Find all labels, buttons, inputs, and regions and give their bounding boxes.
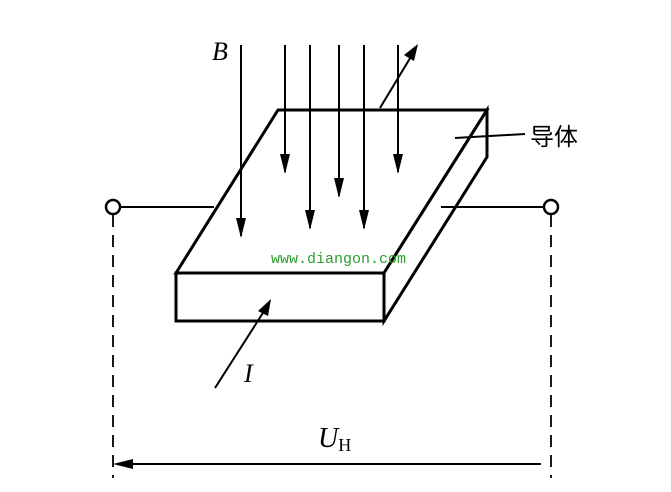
left-arrow-icon	[113, 459, 133, 469]
conductor-slab	[173, 104, 490, 327]
up-right-arrow-icon	[404, 44, 418, 61]
slab-front-face	[174, 271, 386, 323]
down-arrow-icon	[305, 210, 315, 230]
down-arrow-icon	[236, 218, 246, 238]
open-circle-icon	[542, 198, 560, 216]
watermark-text: www.diangon.com	[271, 251, 406, 268]
conductor-label: 导体	[530, 123, 578, 151]
current-label: I	[243, 359, 254, 388]
magnetic-field-label: B	[212, 37, 228, 66]
terminal-wires	[104, 198, 560, 216]
deflection-arrow	[379, 44, 418, 109]
open-circle-icon	[104, 198, 122, 216]
magnetic-field-arrows	[236, 45, 403, 238]
down-arrow-icon	[334, 178, 344, 198]
current-arrow	[214, 299, 271, 389]
voltage-dashed-lines	[112, 215, 552, 478]
down-arrow-icon	[393, 154, 403, 174]
down-arrow-icon	[359, 210, 369, 230]
hall-voltage-label: UH	[318, 423, 351, 455]
up-right-arrow-icon	[258, 299, 271, 316]
hall-voltage-arrow	[113, 459, 541, 469]
down-arrow-icon	[280, 154, 290, 174]
hall-voltage-main: U	[318, 423, 340, 454]
hall-voltage-subscript: H	[338, 435, 351, 455]
conductor-leader-line	[454, 133, 526, 139]
